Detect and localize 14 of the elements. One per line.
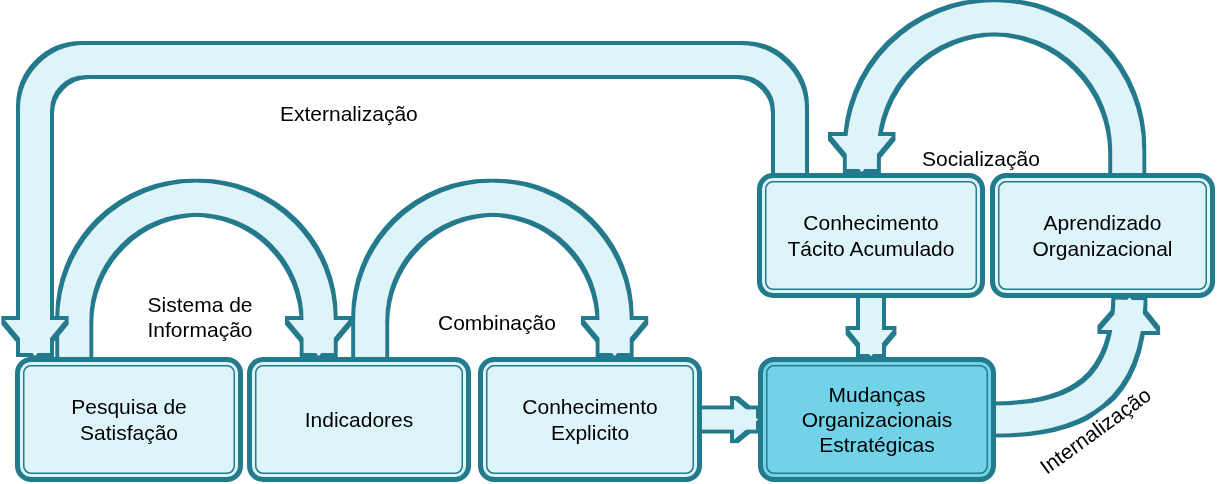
process-box <box>990 173 1215 298</box>
box-label: Aprendizado Organizacional <box>1031 210 1174 261</box>
box-label: Conhecimento Explicito <box>521 394 659 445</box>
box-label: Pesquisa de Satisfação <box>70 394 188 445</box>
box-label: Conhecimento Tácito Acumulado <box>786 210 956 261</box>
process-box <box>247 357 471 482</box>
block-arrow <box>849 298 893 357</box>
block-arrow <box>702 399 758 440</box>
process-box <box>758 357 996 482</box>
box-label: Mudanças Organizacionais Estratégicas <box>800 381 954 458</box>
process-box <box>757 173 985 298</box>
process-box <box>15 357 243 482</box>
process-box <box>478 357 702 482</box>
box-label: Indicadores <box>304 406 414 433</box>
